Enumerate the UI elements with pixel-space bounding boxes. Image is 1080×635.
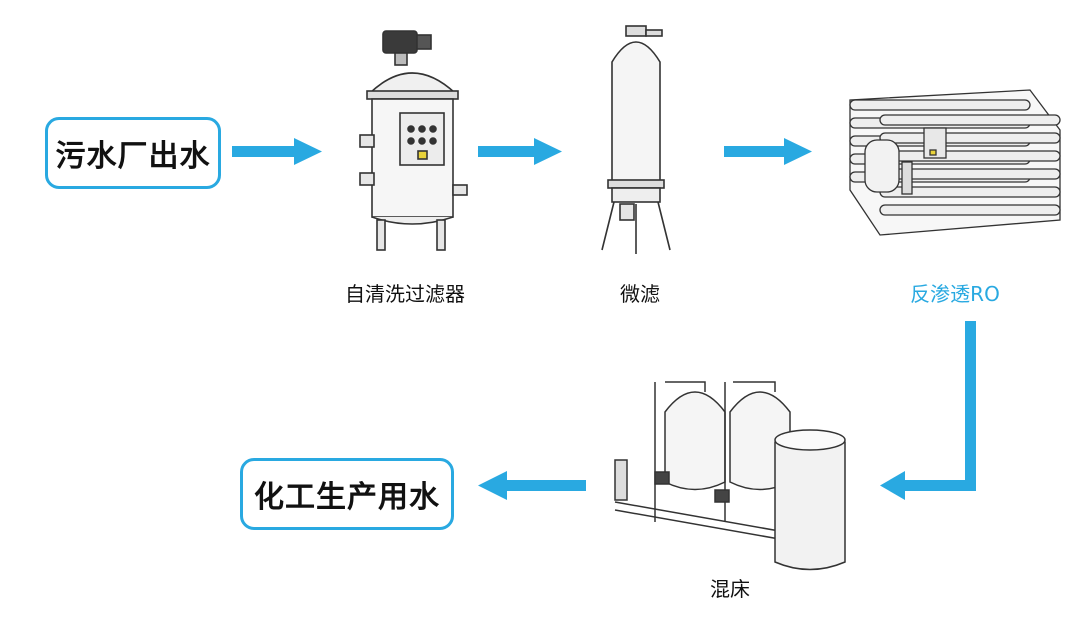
self-cleaning-filter-icon <box>359 30 468 251</box>
step-label-reverse-osmosis: 反渗透RO <box>910 282 1000 306</box>
microfilter-icon <box>601 25 671 254</box>
arrow-mixed-bed-to-target <box>478 471 586 500</box>
target-node: 化工生产用水 <box>240 458 454 530</box>
mixed-bed-icon <box>614 381 846 571</box>
step-label-microfilter: 微滤 <box>620 282 660 306</box>
step-label-self-cleaning-filter: 自清洗过滤器 <box>345 282 465 306</box>
source-node: 污水厂出水 <box>45 117 221 189</box>
reverse-osmosis-icon <box>849 89 1061 236</box>
arrow-filter-to-microfilter <box>478 138 562 165</box>
arrow-microfilter-to-ro <box>724 138 812 165</box>
target-node-label: 化工生产用水 <box>254 480 440 515</box>
source-node-label: 污水厂出水 <box>55 139 211 174</box>
step-label-mixed-bed: 混床 <box>710 577 750 601</box>
arrow-source-to-filter <box>232 138 322 165</box>
arrow-ro-to-mixed-bed <box>880 321 976 500</box>
